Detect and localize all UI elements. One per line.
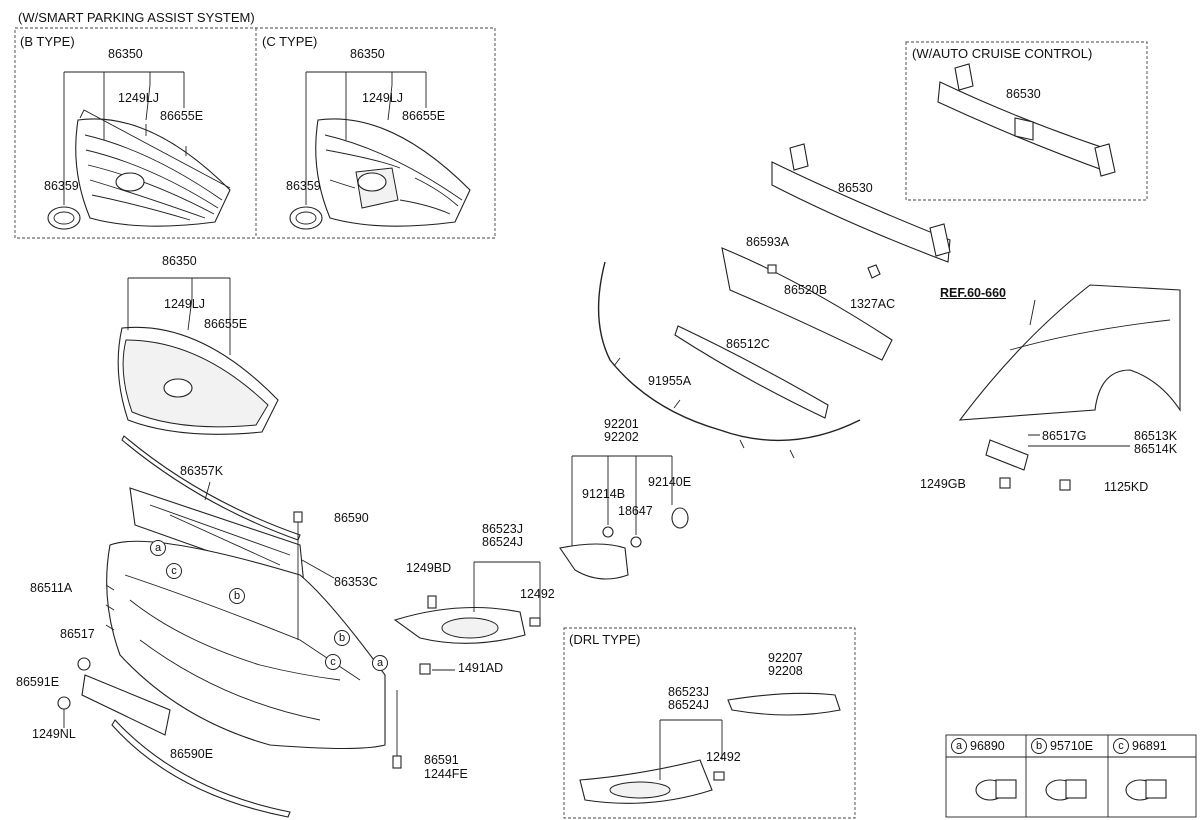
label-1249nl: 1249NL xyxy=(32,727,76,741)
grille-b-type xyxy=(47,71,231,230)
drl-box xyxy=(563,627,856,819)
header-spas: (W/SMART PARKING ASSIST SYSTEM) xyxy=(18,10,255,25)
label-86517: 86517 xyxy=(60,627,95,641)
label-86590e: 86590E xyxy=(170,747,214,761)
legend-part-c: 96891 xyxy=(1132,739,1167,753)
label-b-86359: 86359 xyxy=(44,179,79,193)
fog-lamp-housing xyxy=(559,455,689,580)
label-86593a: 86593A xyxy=(746,235,790,249)
label-86590: 86590 xyxy=(334,511,369,525)
label-drl-86523j: 86523J xyxy=(668,685,710,699)
spas-box xyxy=(14,27,496,239)
callout-c-1: c xyxy=(166,563,182,579)
label-c-86655e: 86655E xyxy=(402,109,446,123)
beam-auto-cruise xyxy=(937,63,1116,177)
label-92140e: 92140E xyxy=(648,475,692,489)
label-1125kd: 1125KD xyxy=(1104,480,1149,494)
auto-cruise-box xyxy=(905,41,1148,201)
beam-86530 xyxy=(771,143,951,279)
header-c-type: (C TYPE) xyxy=(262,34,318,49)
fasteners-front xyxy=(57,511,455,769)
label-m-86350: 86350 xyxy=(162,254,197,268)
callout-c-2: c xyxy=(325,654,341,670)
label-86357k: 86357K xyxy=(180,464,224,478)
legend-part-a: 96890 xyxy=(970,739,1005,753)
label-86520b: 86520B xyxy=(784,283,828,297)
label-86511a: 86511A xyxy=(30,581,73,595)
label-86591: 86591 xyxy=(424,753,459,767)
label-92208: 92208 xyxy=(768,664,803,678)
label-c-1249lj: 1249LJ xyxy=(362,91,404,105)
label-b-86655e: 86655E xyxy=(160,109,204,123)
label-86591e: 86591E xyxy=(16,675,60,689)
header-auto-cruise: (W/AUTO CRUISE CONTROL) xyxy=(912,46,1093,61)
label-92207: 92207 xyxy=(768,651,803,665)
label-86517g: 86517G xyxy=(1042,429,1087,443)
label-1327ac: 1327AC xyxy=(850,297,896,311)
bumper-fascia xyxy=(105,540,386,750)
legend-letter-c: c xyxy=(1113,738,1129,754)
label-92202: 92202 xyxy=(604,430,639,444)
callout-a-1: a xyxy=(150,540,166,556)
label-c-86359: 86359 xyxy=(286,179,321,193)
label-12492: 12492 xyxy=(520,587,555,601)
fender xyxy=(958,284,1181,491)
wiring-91955a xyxy=(597,261,861,442)
drl-parts xyxy=(579,692,841,804)
label-86513k: 86513K xyxy=(1134,429,1178,443)
label-86523j: 86523J xyxy=(482,522,524,536)
label-1249gb: 1249GB xyxy=(920,477,966,491)
label-86524j: 86524J xyxy=(482,535,524,549)
label-86530: 86530 xyxy=(838,181,873,195)
header-b-type: (B TYPE) xyxy=(20,34,75,49)
label-drl-12492: 12492 xyxy=(706,750,741,764)
grille-main xyxy=(117,277,279,435)
label-18647: 18647 xyxy=(618,504,653,518)
legend-table xyxy=(945,734,1197,818)
fog-lamp xyxy=(393,561,541,644)
label-1244fe: 1244FE xyxy=(424,767,468,781)
header-drl: (DRL TYPE) xyxy=(569,632,641,647)
legend-part-b: 95710E xyxy=(1050,739,1094,753)
label-ac-86530: 86530 xyxy=(1006,87,1041,101)
callout-b-1: b xyxy=(229,588,245,604)
label-m-86655e: 86655E xyxy=(204,317,248,331)
callout-a-2: a xyxy=(372,655,388,671)
label-86514k: 86514K xyxy=(1134,442,1178,456)
label-drl-86524j: 86524J xyxy=(668,698,710,712)
callout-b-2: b xyxy=(334,630,350,646)
label-91214b: 91214B xyxy=(582,487,626,501)
label-b-1249lj: 1249LJ xyxy=(118,91,160,105)
strip-86590e xyxy=(111,719,291,818)
label-86353c: 86353C xyxy=(334,575,378,589)
ref-label: REF.60-660 xyxy=(940,286,1007,300)
label-c-86350: 86350 xyxy=(350,47,385,61)
label-b-86350: 86350 xyxy=(108,47,143,61)
label-1249bd: 1249BD xyxy=(406,561,452,575)
license-bracket xyxy=(81,674,171,736)
grille-c-type xyxy=(289,71,471,230)
label-1491ad: 1491AD xyxy=(458,661,504,675)
absorber-86512c xyxy=(674,325,829,419)
label-91955a: 91955A xyxy=(648,374,692,388)
label-m-1249lj: 1249LJ xyxy=(164,297,206,311)
label-92201: 92201 xyxy=(604,417,639,431)
label-86512c: 86512C xyxy=(726,337,770,351)
legend-letter-b: b xyxy=(1031,738,1047,754)
legend-letter-a: a xyxy=(951,738,967,754)
